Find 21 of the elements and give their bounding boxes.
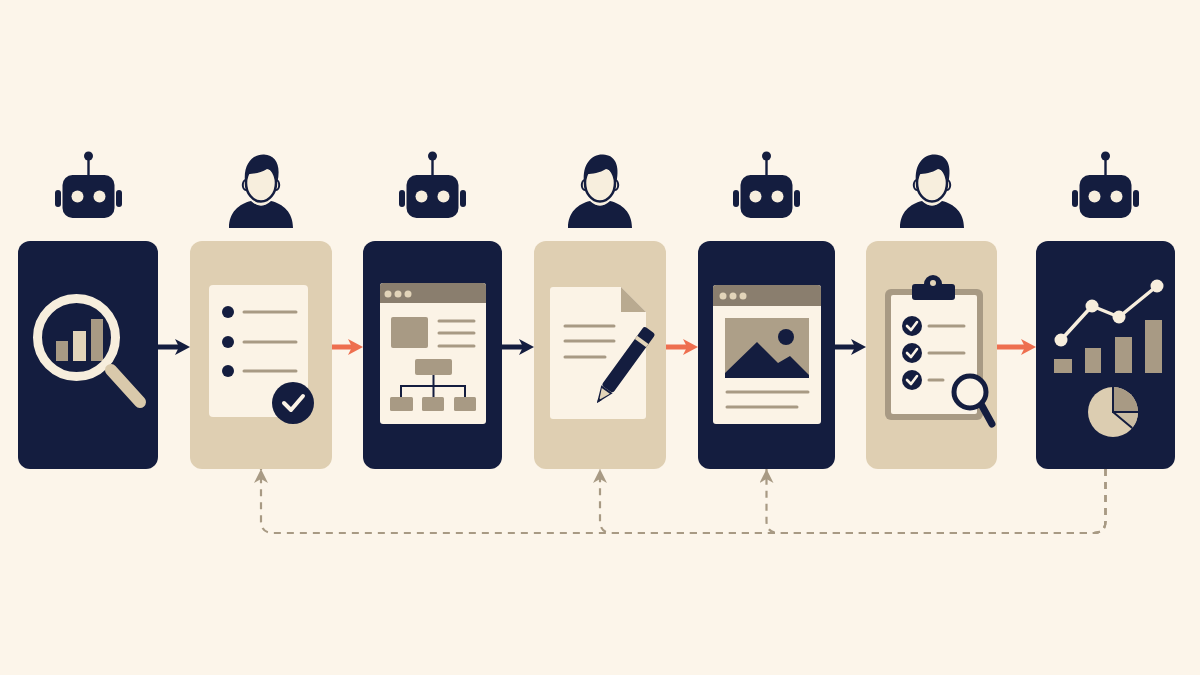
person-icon (899, 152, 964, 228)
arrow (332, 339, 363, 355)
step-card (866, 241, 997, 469)
step-card (363, 241, 502, 469)
robot-icon (1072, 151, 1139, 218)
arrow (158, 339, 190, 355)
step-card (534, 241, 666, 469)
step-card (18, 241, 158, 469)
robot-icon (733, 151, 800, 218)
arrow (502, 339, 534, 355)
step-card (1036, 241, 1175, 469)
person-icon (229, 152, 293, 228)
robot-icon (54, 151, 122, 218)
step-card (698, 241, 835, 469)
person-icon (568, 152, 632, 228)
dashed-arrow (759, 469, 1107, 535)
arrow (997, 339, 1036, 355)
arrow (835, 339, 866, 355)
arrow (666, 339, 698, 355)
robot-icon (399, 151, 466, 218)
step-card (190, 241, 332, 469)
